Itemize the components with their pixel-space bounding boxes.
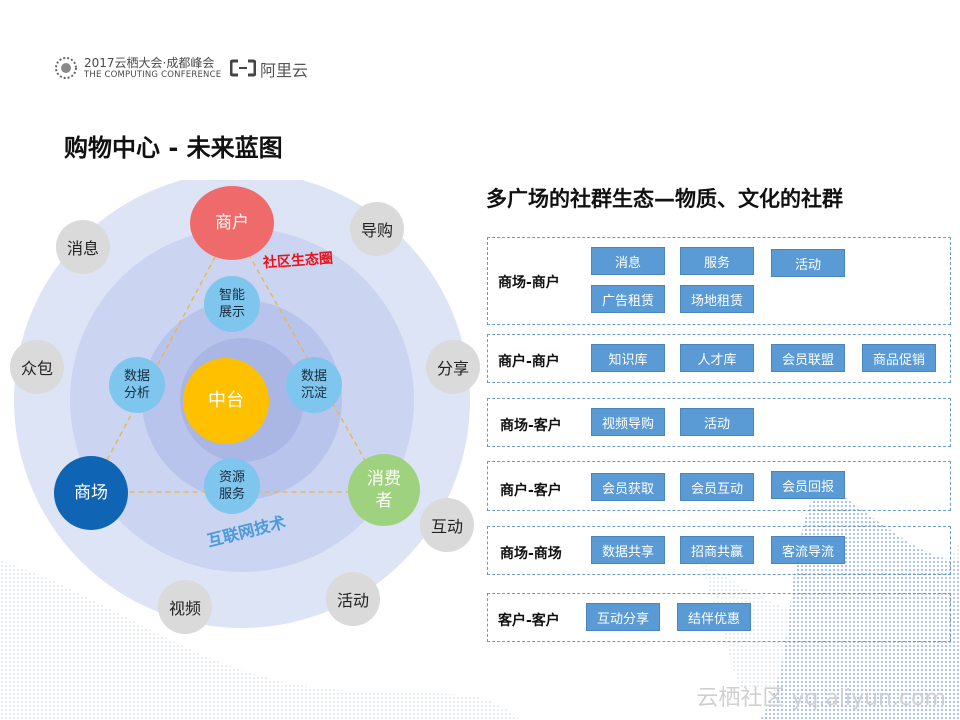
inner-node-resource-service: 资源 服务 <box>204 458 260 514</box>
watermark: 云栖社区 yq.aliyun.com <box>696 686 946 711</box>
outer-node-activity: 活动 <box>326 572 380 626</box>
outer-node-video: 视频 <box>158 580 212 634</box>
inner-node-label: 数据 分析 <box>123 369 150 401</box>
tag-service: 服务 <box>680 247 754 275</box>
tag-investment-win-win: 招商共赢 <box>680 536 754 564</box>
inner-node-data-accumulation: 数据 沉淀 <box>286 357 342 413</box>
outer-node-label: 活动 <box>336 591 369 610</box>
outer-node-label: 分享 <box>436 359 469 378</box>
tag-venue-leasing: 场地租赁 <box>680 285 754 313</box>
tag-member-alliance: 会员联盟 <box>771 344 845 372</box>
conference-title: 2017云栖大会·成都峰会 <box>84 56 215 70</box>
tag-activity: 活动 <box>680 408 754 436</box>
tag-product-promotion: 商品促销 <box>862 344 936 372</box>
relation-group-merchant-merchant: 商户-商户 知识库 人才库 会员联盟 商品促销 <box>487 334 951 383</box>
outer-node-shopping-guide: 导购 <box>350 202 404 256</box>
outer-node-label: 众包 <box>20 359 53 378</box>
inner-node-label: 数据 沉淀 <box>300 369 327 401</box>
relation-group-label: 商场-商场 <box>500 546 562 562</box>
consumer-node: 消费 者 <box>348 454 420 526</box>
outer-node-label: 互动 <box>430 517 463 536</box>
tag-group-discount: 结伴优惠 <box>677 603 751 631</box>
tag-interactive-sharing: 互动分享 <box>586 603 660 631</box>
outer-node-interaction: 互动 <box>420 498 474 552</box>
conference-subtitle: THE COMPUTING CONFERENCE <box>84 70 222 80</box>
relation-group-mall-mall: 商场-商场 数据共享 招商共赢 客流导流 <box>487 526 951 575</box>
inner-node-label: 资源 服务 <box>218 470 245 502</box>
tag-traffic-diversion: 客流导流 <box>771 536 845 564</box>
relation-group-mall-merchant: 商场-商户 消息 服务 活动 广告租赁 场地租赁 <box>487 237 951 325</box>
outer-node-crowdsourcing: 众包 <box>10 340 64 394</box>
tag-member-reward: 会员回报 <box>771 471 845 499</box>
relation-group-mall-customer: 商场-客户 视频导购 活动 <box>487 398 951 447</box>
center-label: 中台 <box>208 390 244 411</box>
mall-label: 商场 <box>74 483 108 503</box>
tag-video-guide: 视频导购 <box>591 408 665 436</box>
outer-node-label: 消息 <box>66 239 99 258</box>
inner-node-data-analysis: 数据 分析 <box>109 357 165 413</box>
relation-group-label: 商场-客户 <box>500 418 562 434</box>
consumer-label: 消费 者 <box>367 469 401 511</box>
tag-data-sharing: 数据共享 <box>591 536 665 564</box>
page-title: 购物中心 - 未来蓝图 <box>64 134 283 162</box>
tag-ad-leasing: 广告租赁 <box>591 285 665 313</box>
relation-group-label: 商场-商户 <box>498 275 560 291</box>
tag-talent-pool: 人才库 <box>680 344 754 372</box>
relation-group-merchant-customer: 商户-客户 会员获取 会员互动 会员回报 <box>487 461 951 511</box>
relation-group-label: 商户-商户 <box>498 354 560 370</box>
relation-group-customer-customer: 客户-客户 互动分享 结伴优惠 <box>487 593 951 642</box>
tag-message: 消息 <box>591 247 665 275</box>
ecosystem-title: 多广场的社群生态—物质、文化的社群 <box>486 187 843 211</box>
tag-member-interaction: 会员互动 <box>680 473 754 501</box>
tag-activity: 活动 <box>771 249 845 277</box>
outer-node-message: 消息 <box>56 220 110 274</box>
aliyun-brand-name: 阿里云 <box>260 61 309 80</box>
outer-node-label: 视频 <box>168 599 201 618</box>
inner-node-smart-display: 智能 展示 <box>204 276 260 332</box>
outer-node-share: 分享 <box>426 340 480 394</box>
merchant-node: 商户 <box>190 186 274 260</box>
relation-group-label: 商户-客户 <box>500 483 562 499</box>
conference-logo-icon <box>55 57 77 79</box>
center-node: 中台 <box>183 358 269 444</box>
aliyun-logo-icon <box>230 59 256 77</box>
relation-group-label: 客户-客户 <box>498 613 560 629</box>
merchant-label: 商户 <box>215 213 249 233</box>
mall-node: 商场 <box>54 456 128 530</box>
inner-node-label: 智能 展示 <box>218 288 245 320</box>
outer-node-label: 导购 <box>360 221 393 240</box>
tag-member-acquisition: 会员获取 <box>591 473 665 501</box>
tag-knowledge-base: 知识库 <box>591 344 665 372</box>
